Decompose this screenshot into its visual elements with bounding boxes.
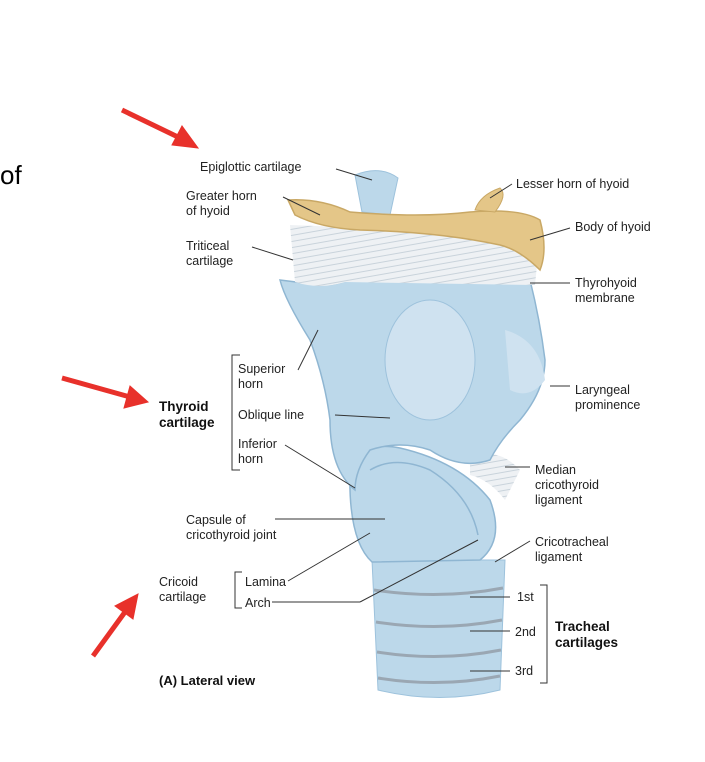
label-triticeal-cartilage: Triticeal cartilage [186, 239, 234, 268]
label-lateral-view: (A) Lateral view [159, 673, 256, 688]
label-tracheal-3rd: 3rd [515, 664, 534, 678]
label-inferior-horn: Inferior horn [238, 437, 277, 466]
label-capsule-cricothyroid-joint: Capsule of cricothyroid joint [186, 513, 277, 542]
label-arch: Arch [245, 596, 271, 610]
label-thyroid-cartilage: Thyroid cartilage [159, 399, 215, 430]
label-body-of-hyoid: Body of hyoid [575, 220, 651, 234]
label-median-cricothyroid-ligament: Median cricothyroid ligament [535, 463, 599, 507]
label-lamina: Lamina [245, 575, 286, 589]
stray-text: of [0, 160, 22, 190]
label-cricoid-cartilage: Cricoid cartilage [159, 575, 207, 604]
label-tracheal-2nd: 2nd [515, 625, 536, 639]
epiglottis-shape [354, 170, 399, 216]
label-greater-horn: Greater horn of hyoid [186, 189, 257, 218]
red-arrows [61, 107, 200, 658]
label-lesser-horn: Lesser horn of hyoid [516, 177, 630, 191]
label-laryngeal-prominence: Laryngeal prominence [575, 383, 641, 412]
label-cricotracheal-ligament: Cricotracheal ligament [535, 535, 609, 564]
label-superior-horn: Superior horn [238, 362, 286, 391]
label-tracheal-1st: 1st [517, 590, 534, 604]
label-epiglottic-cartilage: Epiglottic cartilage [200, 160, 302, 174]
leader-lines [231, 168, 571, 684]
cricothyroid-ligament-shape [470, 453, 520, 500]
trachea [371, 559, 506, 698]
label-oblique-line: Oblique line [238, 408, 305, 422]
label-tracheal-cartilages: Tracheal cartilages [555, 619, 619, 650]
label-thyrohyoid-membrane: Thyrohyoid membrane [575, 276, 637, 305]
thyroid-cartilage-shape [279, 279, 546, 492]
